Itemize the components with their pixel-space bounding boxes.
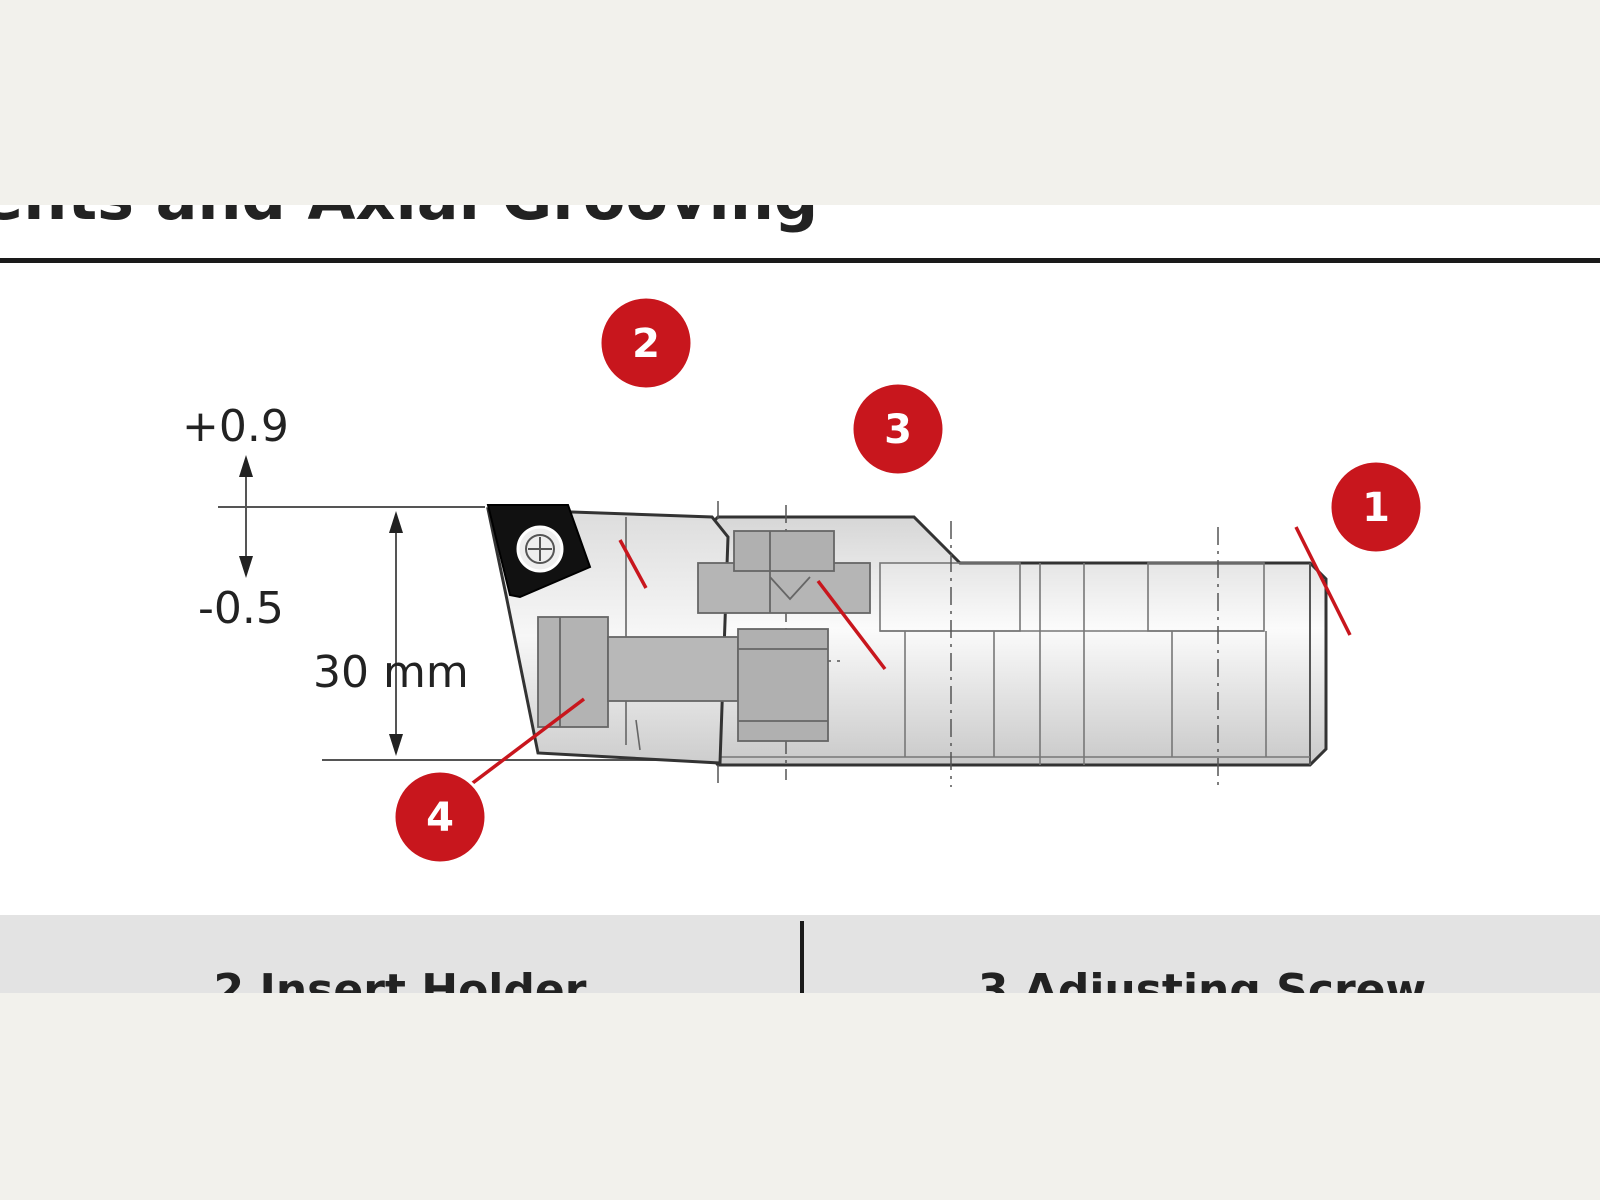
callout-leaders [468, 526, 1352, 787]
title-rule [0, 258, 1600, 263]
table-header-row: 2 Insert Holder 3 Adjusting Screw [0, 915, 1600, 993]
table-header-label: 2 Insert Holder [213, 965, 587, 993]
document-page: ients and Axial Grooving [0, 205, 1600, 993]
table-header-cell-adjusting-screw: 3 Adjusting Screw [804, 915, 1600, 993]
callout-3-label: 3 [884, 407, 912, 453]
callout-2: 2 [598, 295, 694, 391]
table-header-label: 3 Adjusting Screw [977, 965, 1427, 993]
table-header-cell-insert-holder: 2 Insert Holder [0, 915, 800, 993]
cutting-insert [486, 504, 592, 599]
adjusting-screw [697, 530, 871, 614]
callout-4-label: 4 [426, 795, 454, 841]
callout-1-label: 1 [1362, 485, 1390, 531]
callout-4: 4 [392, 769, 488, 865]
tool-diagram: +0.9 -0.5 30 mm [182, 295, 1424, 865]
height-dimension-label: 30 mm [313, 647, 469, 698]
tolerance-lower-label: -0.5 [198, 583, 284, 634]
dimension-arrowheads [239, 455, 403, 756]
callout-2-label: 2 [632, 321, 660, 367]
clamping-screw [537, 616, 829, 742]
callout-3: 3 [850, 381, 946, 477]
tolerance-upper-label: +0.9 [182, 401, 289, 452]
page-title: ients and Axial Grooving [0, 205, 818, 229]
callout-1: 1 [1328, 459, 1424, 555]
table-column-divider [800, 921, 804, 993]
